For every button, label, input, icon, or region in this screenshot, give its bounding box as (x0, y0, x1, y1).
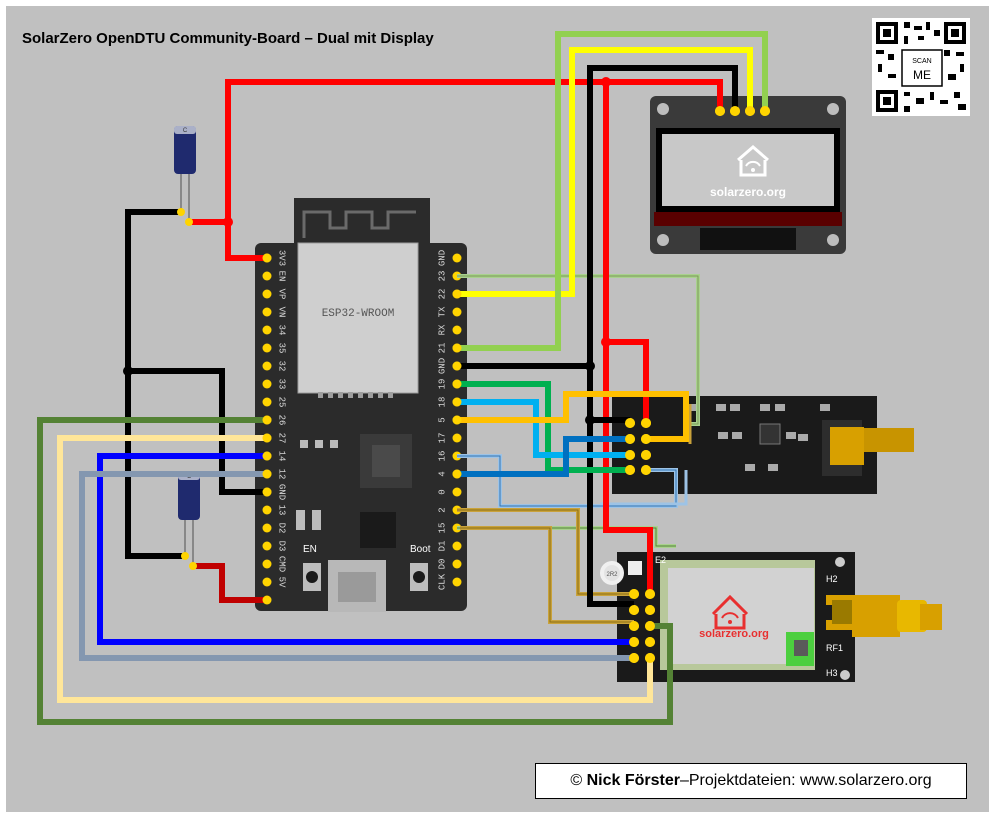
capacitor-top: C (174, 126, 196, 222)
esp32-right-pin-label: 2 (437, 507, 447, 512)
esp32-right-pin-label: TX (437, 306, 447, 317)
credit-author: Nick Förster (586, 772, 680, 789)
esp32-left-pin-label: 26 (277, 415, 287, 426)
wire-junctions-gnd (123, 361, 595, 425)
credit-text: Projektdateien: www.solarzero.org (688, 772, 932, 789)
esp32-right-pin-label: 0 (437, 489, 447, 494)
esp32-boot-button-label: Boot (410, 544, 431, 555)
cmt-capacitor-label: 2R2 (606, 572, 618, 578)
cmt2300a-radio-module: solarzero.org H2 RF1 H3 2R2 E2 (600, 552, 942, 682)
wire-sda-yellow (457, 47, 753, 297)
cmt-brand-text: solarzero.org (699, 628, 769, 640)
esp32-right-pin-label: GND (437, 250, 447, 266)
credit-dash: – (679, 772, 689, 789)
wire-gpio26-darkgreen (37, 417, 673, 725)
esp32-left-pin-label: VN (277, 307, 287, 318)
esp32-right-pin-label: D1 (437, 541, 447, 552)
wire-gnd-black (125, 209, 185, 559)
wire-5v-darkred (193, 563, 267, 603)
esp32-left-pin-label: D3 (277, 541, 287, 552)
esp32-left-pin-label: D2 (277, 523, 287, 534)
cmt-label-e2: E2 (655, 555, 666, 565)
wire-gpio4-blue (457, 436, 630, 477)
svg-text:C: C (183, 128, 188, 134)
oled-display: solarzero.org (650, 96, 846, 254)
esp32-left-pin-label: 5V (277, 577, 287, 588)
esp32-right-pin-label: RX (437, 324, 447, 335)
esp32-right-pin-label: 15 (437, 523, 447, 534)
esp32-left-pin-label: 14 (277, 451, 287, 462)
esp32-left-pin-label: EN (277, 271, 287, 282)
esp32-left-pin-label: GND (277, 484, 287, 500)
esp32-left-pin-label: VP (277, 289, 287, 300)
esp32-left-pin-label: 12 (277, 469, 287, 480)
esp32-right-pin-label: 22 (437, 289, 447, 300)
cmt-label-h3: H3 (826, 668, 838, 678)
wire-gpio5-orange (457, 391, 689, 442)
wire-junctions (223, 77, 611, 347)
qr-scan-label: SCAN (912, 58, 931, 65)
copyright-symbol: © (570, 772, 583, 789)
esp32-right-pin-label: GND (437, 358, 447, 374)
qr-code: SCAN ME (872, 18, 970, 116)
esp32-right-pin-label: CLK (437, 573, 447, 590)
esp32-left-pin-label: 32 (277, 361, 287, 372)
esp32-right-pin-label: 21 (437, 343, 447, 354)
wire-3v3-red (225, 79, 723, 261)
credit-box: © Nick Förster – Projektdateien: www.sol… (535, 763, 967, 799)
esp32-devboard: ESP32-WROOM EN Boot (255, 198, 467, 612)
esp32-right-pin-label: 19 (437, 379, 447, 390)
esp32-right-pin-label: 17 (437, 433, 447, 444)
wire-gpio27-cream (57, 435, 653, 703)
esp32-right-pin-label: 23 (437, 271, 447, 282)
esp32-left-pin-label: 35 (277, 343, 287, 354)
nrf24-radio-module (612, 396, 914, 494)
esp32-module-label: ESP32-WROOM (322, 308, 395, 320)
wires (37, 31, 768, 725)
esp32-right-pin-label: 16 (437, 451, 447, 462)
esp32-right-pin-label: D0 (437, 559, 447, 570)
esp32-en-button-label: EN (303, 544, 317, 555)
esp32-right-pin-label: 4 (437, 471, 447, 476)
cmt-label-rf1: RF1 (826, 643, 843, 653)
qr-me-label: ME (913, 68, 931, 82)
esp32-left-pin-label: 33 (277, 379, 287, 390)
esp32-right-pin-label: 18 (437, 397, 447, 408)
wire-gpio12-slate (79, 471, 634, 661)
wire-scl-lightgreen (457, 31, 768, 351)
esp32-left-pin-label: 3V3 (277, 250, 287, 266)
esp32-left-pin-label: 25 (277, 397, 287, 408)
wire-gpio19-green (457, 381, 630, 473)
oled-brand-text: solarzero.org (710, 185, 786, 199)
esp32-left-pin-label: 34 (277, 325, 287, 336)
esp32-right-pin-label: 5 (437, 417, 447, 422)
esp32-wroom-module (297, 242, 419, 394)
diagram-title: SolarZero OpenDTU Community-Board – Dual… (22, 30, 434, 47)
esp32-left-pin-label: 13 (277, 505, 287, 516)
esp32-left-pin-label: CMD (277, 556, 287, 572)
wire-gpio14-darkblue (97, 453, 634, 645)
esp32-left-pin-label: 27 (277, 433, 287, 444)
wire-gpio18-lightblue (457, 399, 630, 458)
cmt-label-h2: H2 (826, 574, 838, 584)
wire-endpoints (177, 106, 770, 663)
